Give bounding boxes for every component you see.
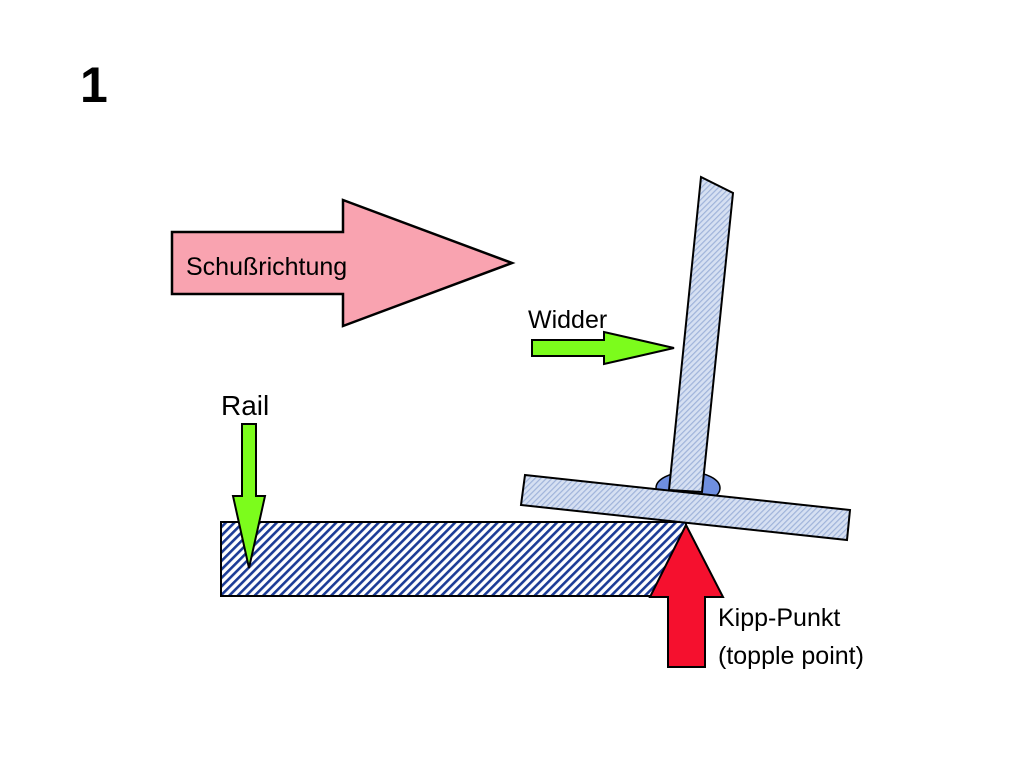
topple-point-label-translation: (topple point) [718,642,864,670]
rail-block [220,521,687,597]
rail-label: Rail [221,390,269,421]
ram-arrow [531,330,675,366]
ram-label: Widder [528,306,607,334]
rail-arrow [231,423,267,569]
vertical-post [667,175,735,494]
shot-direction-arrow [170,198,516,328]
shot-direction-label: Schußrichtung [186,253,347,281]
horizontal-foot [519,473,852,542]
topple-point-label: Kipp-Punkt [718,604,840,632]
topple-point-arrow [648,522,725,668]
slide-number: 1 [80,57,108,113]
